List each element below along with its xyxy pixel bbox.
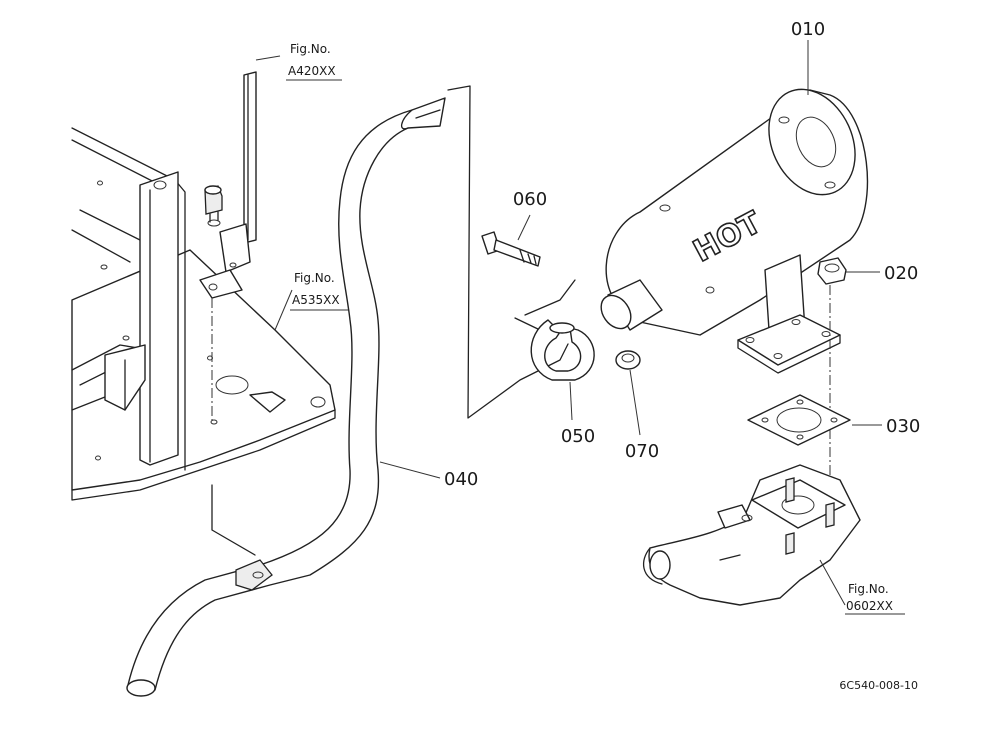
part-label-070: 070 [625,441,659,462]
mount-bracket-hardware [199,71,257,556]
fig-ref-a535-number: A535XX [292,293,340,307]
fig-ref-0602-title: Fig.No. [848,582,889,596]
part-label-050: 050 [561,426,595,447]
leader-lines [255,40,905,615]
muffler [600,88,869,374]
flange-nut [817,257,847,480]
fig-ref-a420-number: A420XX [288,64,336,78]
part-label-010: 010 [791,19,825,40]
frame-plate [71,127,336,501]
fig-ref-a535-title: Fig.No. [294,271,335,285]
part-label-040: 040 [444,469,478,490]
part-label-020: 020 [884,263,918,284]
gasket [747,394,851,446]
part-label-060: 060 [513,189,547,210]
drawing-code: 6C540-008-10 [839,679,918,692]
fig-ref-a420-title: Fig.No. [290,42,331,56]
exhaust-pipe [126,97,446,697]
part-label-030: 030 [886,416,920,437]
exhaust-manifold [642,464,861,606]
fig-ref-0602-number: 0602XX [846,599,893,613]
clamp-bolt-nut-group [447,85,641,419]
